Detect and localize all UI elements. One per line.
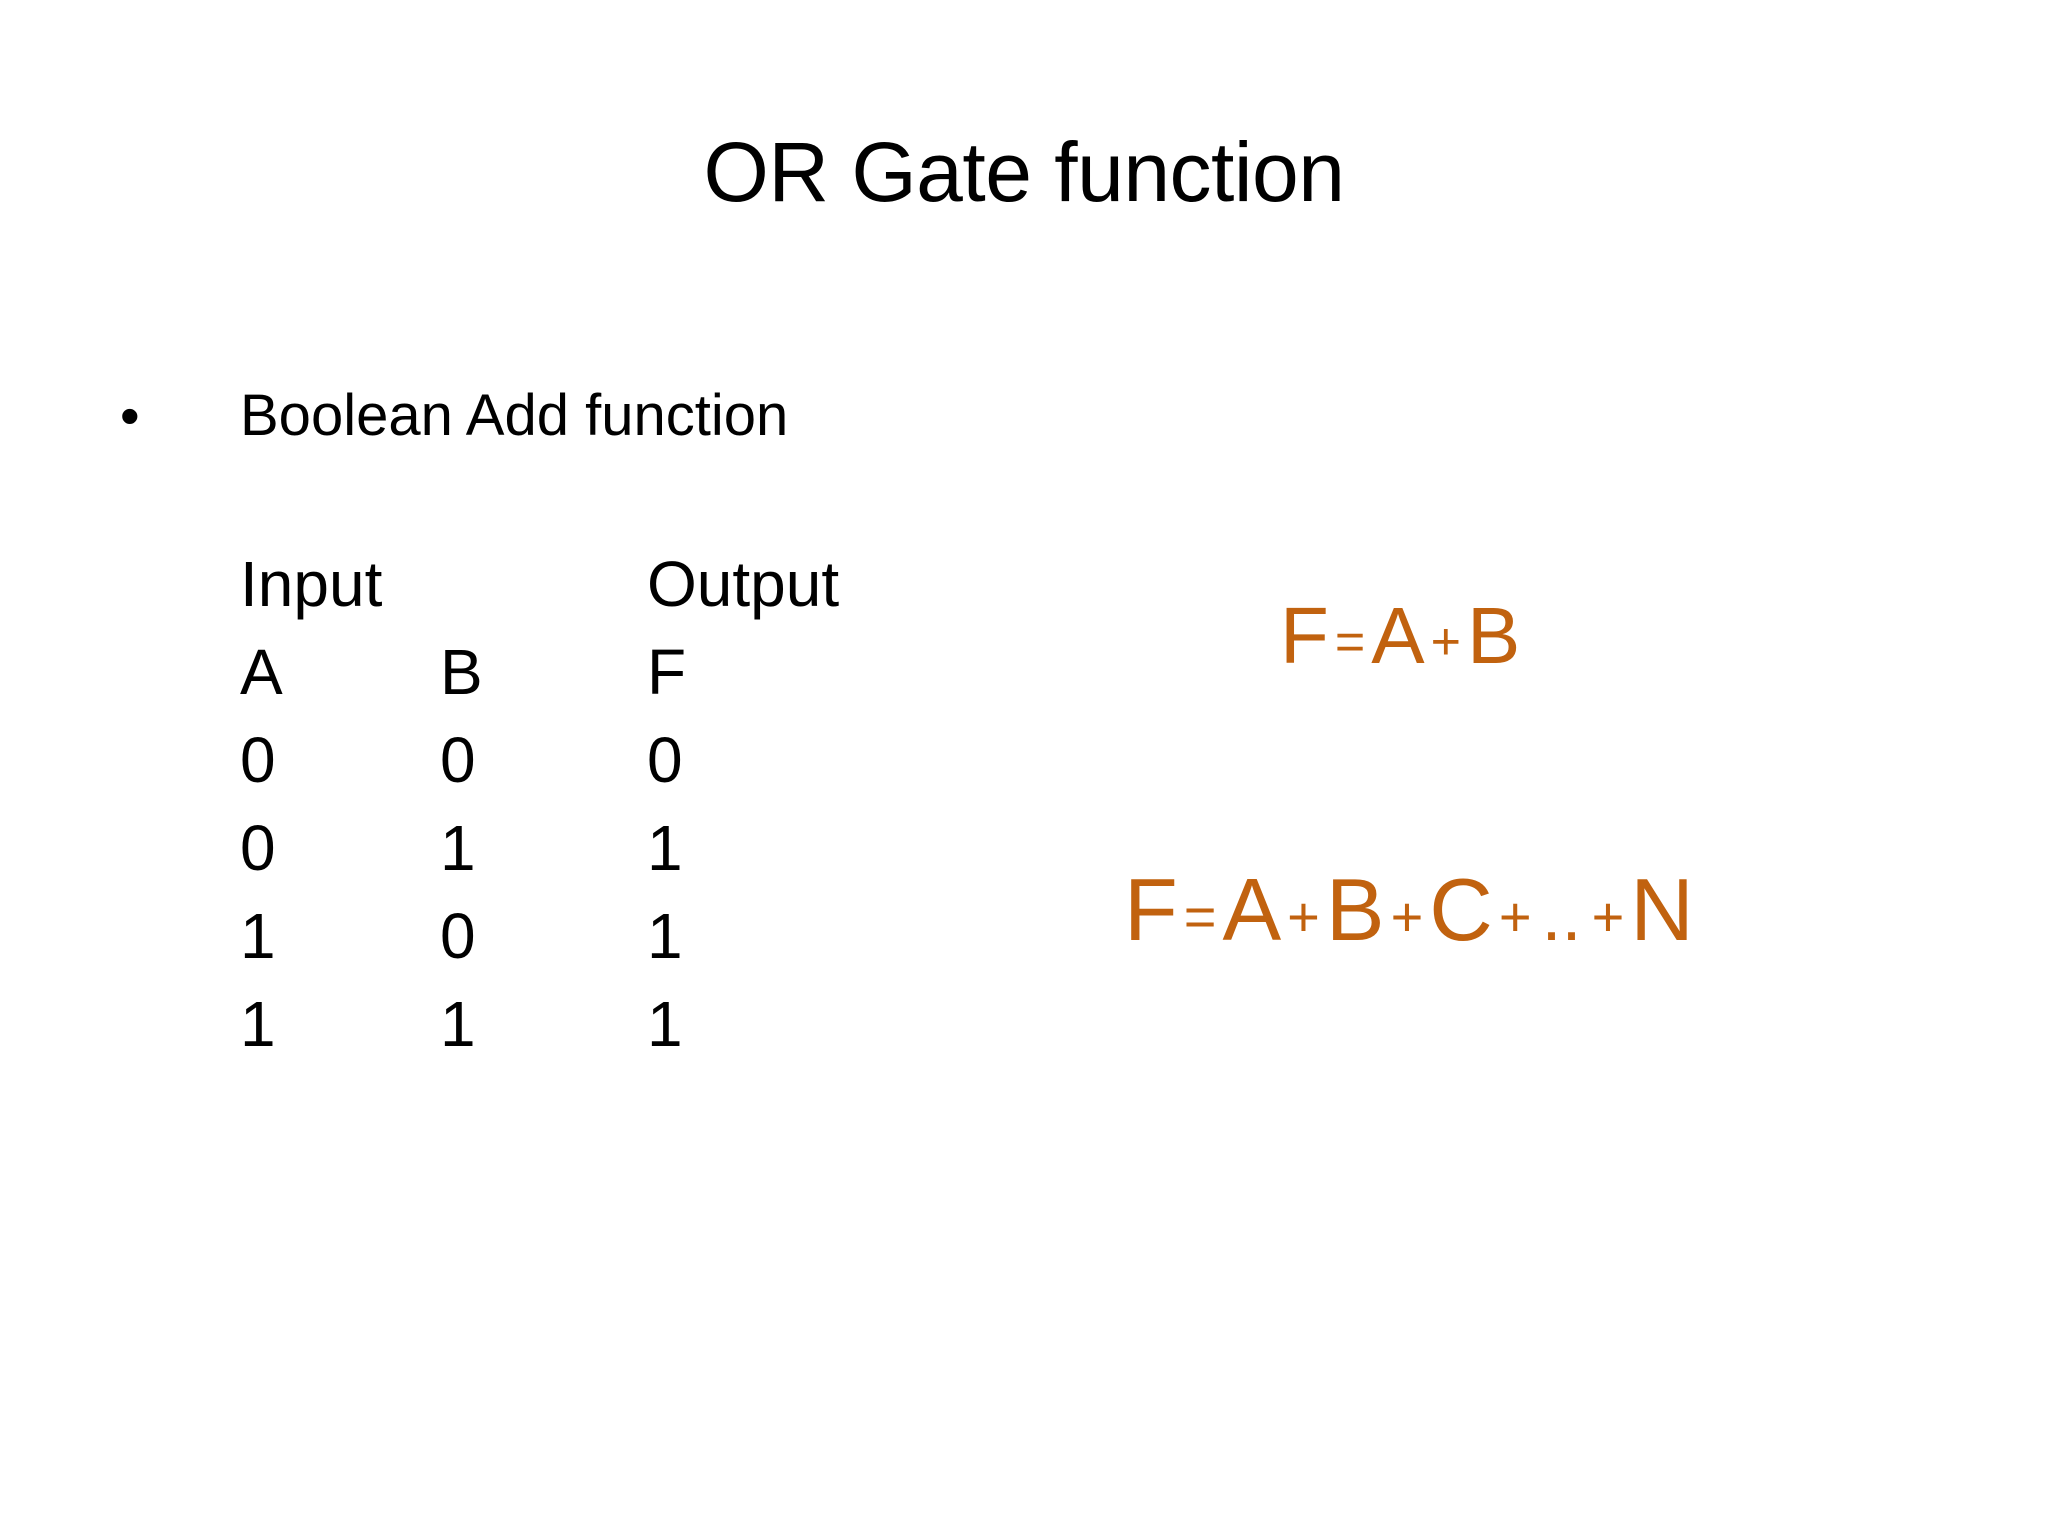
table-header-a: A [240, 636, 283, 708]
table-cell-a: 1 [240, 900, 276, 972]
formula-token: B [1325, 860, 1385, 959]
formula-operator-equals: = [1334, 613, 1366, 671]
formula-operator-plus: + [1287, 885, 1320, 948]
formula-operator-plus: + [1498, 885, 1532, 948]
table-row: 0 1 1 [240, 816, 847, 904]
bullet-list-item: • Boolean Add function [120, 378, 788, 454]
formula-token: F [1280, 591, 1329, 680]
formula-token: C [1429, 860, 1493, 959]
formula-token: A [1222, 860, 1282, 959]
formula-or-n-inputs: F=A+B+C+..+N [1124, 866, 1694, 954]
table-cell-b: 1 [440, 812, 476, 884]
table-cell-b: 0 [440, 900, 476, 972]
table-cell-b: 1 [440, 988, 476, 1060]
truth-table: Input Output A B F 0 0 0 0 1 1 1 0 1 [240, 552, 847, 1080]
table-cell-a: 1 [240, 988, 276, 1060]
formula-operator-plus: + [1390, 885, 1424, 948]
table-header-f: F [647, 636, 687, 708]
table-row: 1 1 1 [240, 992, 847, 1080]
table-group-header-output: Output [647, 548, 840, 620]
formula-operator-plus: + [1430, 613, 1461, 671]
formula-ellipsis: .. [1541, 876, 1582, 956]
table-row: 1 0 1 [240, 904, 847, 992]
table-row: 0 0 0 [240, 728, 847, 816]
bullet-point-icon: • [120, 384, 140, 447]
formula-operator-plus: + [1591, 885, 1625, 948]
table-cell-a: 0 [240, 812, 276, 884]
formula-or-two-inputs: F=A+B [1280, 596, 1520, 676]
table-cell-b: 0 [440, 724, 476, 796]
formula-token: B [1466, 591, 1521, 680]
table-cell-f: 1 [647, 900, 683, 972]
table-group-header-input: Input [240, 548, 383, 620]
formula-token: F [1124, 860, 1178, 959]
table-cell-f: 0 [647, 724, 683, 796]
table-header-b: B [440, 636, 483, 708]
formula-token: A [1371, 591, 1425, 680]
formula-operator-equals: = [1183, 885, 1217, 948]
table-cell-a: 0 [240, 724, 276, 796]
table-header-row: A B F [240, 640, 847, 728]
formula-token: N [1630, 860, 1694, 959]
table-group-header-row: Input Output [240, 552, 847, 640]
page-title: OR Gate function [703, 125, 1346, 219]
table-cell-f: 1 [647, 812, 683, 884]
table-cell-f: 1 [647, 988, 683, 1060]
bullet-item-label: Boolean Add function [240, 383, 789, 448]
